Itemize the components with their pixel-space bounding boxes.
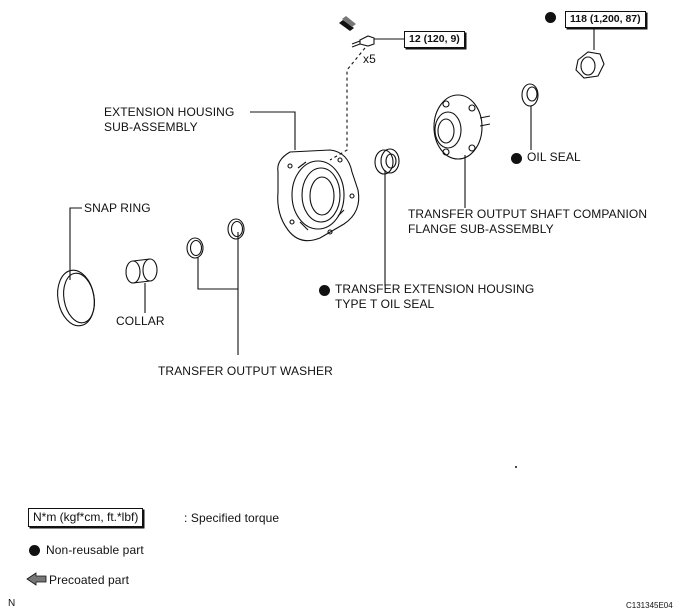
label-ext-oil-seal-1: TRANSFER EXTENSION HOUSING <box>335 282 535 296</box>
leader-output-washer <box>197 257 239 355</box>
leader-extension-housing <box>250 111 296 150</box>
filled-circle-icon <box>29 545 40 556</box>
label-output-washer: TRANSFER OUTPUT WASHER <box>158 364 333 378</box>
output-washer-part-2 <box>227 218 245 240</box>
label-snap-ring: SNAP RING <box>84 201 151 215</box>
dashed-bolt-guide <box>329 47 366 161</box>
collar-part <box>125 258 158 284</box>
bolt-torque-spec: 12 (120, 9) <box>404 31 465 48</box>
legend-nonreusable: Non-reusable part <box>46 543 144 557</box>
bolt-count: x5 <box>363 52 376 66</box>
label-oil-seal: OIL SEAL <box>527 150 581 164</box>
figure-code: C131345E04 <box>626 601 673 610</box>
precoated-mark-bolt <box>339 16 356 31</box>
filled-circle-icon <box>545 12 556 23</box>
bolt-part <box>351 35 375 48</box>
nut-torque-spec: 118 (1,200, 87) <box>565 11 646 28</box>
label-companion-flange-1: TRANSFER OUTPUT SHAFT COMPANION <box>408 207 648 221</box>
label-collar: COLLAR <box>116 314 165 328</box>
label-companion-flange-2: FLANGE SUB-ASSEMBLY <box>408 222 554 236</box>
output-washer-part-1 <box>186 237 204 259</box>
label-extension-housing-2: SUB-ASSEMBLY <box>104 120 198 134</box>
legend-precoated: Precoated part <box>49 573 130 587</box>
snap-ring-part <box>57 269 95 327</box>
legend-torque-box: N*m (kgf*cm, ft.*lbf) <box>28 508 144 527</box>
legend-torque-text: : Specified torque <box>184 511 280 525</box>
precoated-arrow-icon <box>26 572 47 586</box>
north-marker: N <box>8 598 16 609</box>
oil-seal-part <box>521 83 539 107</box>
extension-housing-part <box>277 149 360 242</box>
label-ext-oil-seal-2: TYPE T OIL SEAL <box>335 297 435 311</box>
flange-nut-part <box>575 51 605 79</box>
label-extension-housing-1: EXTENSION HOUSING <box>104 105 235 119</box>
leader-snap-ring <box>69 207 82 280</box>
filled-circle-icon <box>511 153 522 164</box>
filled-circle-icon <box>319 285 330 296</box>
companion-flange-part <box>433 94 491 160</box>
ext-housing-oil-seal-part <box>374 148 400 175</box>
